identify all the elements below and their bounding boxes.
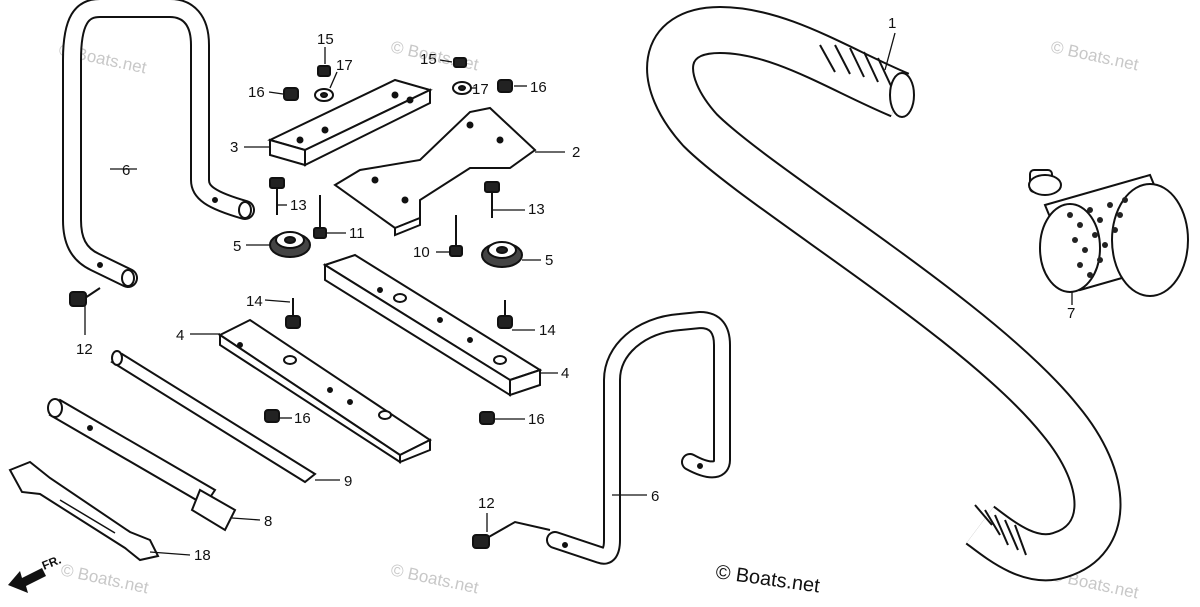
callout-13: 13 [528, 201, 545, 218]
callout-6: 6 [122, 162, 130, 179]
callout-3: 3 [230, 139, 238, 156]
callout-16: 16 [294, 410, 311, 427]
bolts-10-11 [313, 195, 463, 257]
plate-3 [267, 78, 433, 167]
air-filter-7 [1028, 169, 1189, 297]
callout-16: 16 [528, 411, 545, 428]
bracket-2 [333, 106, 537, 237]
callouts: 15 17 16 15 17 16 3 2 1 6 13 13 11 5 10 … [76, 15, 1075, 564]
callout-2: 2 [572, 144, 580, 161]
watermark: © Boats.net [59, 560, 150, 597]
front-label: FR. [40, 553, 63, 573]
callout-17: 17 [336, 57, 353, 74]
callout-16: 16 [530, 79, 547, 96]
callout-1: 1 [888, 15, 896, 32]
callout-6: 6 [651, 488, 659, 505]
callout-15: 15 [317, 31, 334, 48]
rod-9 [110, 350, 317, 484]
damper-5-left [269, 231, 311, 258]
callout-12: 12 [76, 341, 93, 358]
callout-14: 14 [246, 293, 263, 310]
callout-18: 18 [194, 547, 211, 564]
callout-15: 15 [420, 51, 437, 68]
callout-11: 11 [349, 225, 365, 242]
damper-5-right [481, 241, 523, 268]
watermark: © Boats.net [1049, 37, 1140, 74]
nuts-16-bottom [264, 409, 495, 425]
channel-4-left [218, 318, 432, 464]
handle-bar-right [546, 311, 731, 565]
callout-17: 17 [472, 81, 489, 98]
copyright-text: © Boats.net [714, 561, 821, 597]
callout-16: 16 [248, 84, 265, 101]
callout-5: 5 [545, 252, 553, 269]
channel-4-right [322, 253, 543, 397]
callout-4: 4 [176, 327, 184, 344]
watermark: © Boats.net [389, 560, 480, 597]
studs-14 [285, 298, 513, 329]
callout-4: 4 [561, 365, 569, 382]
callout-12: 12 [478, 495, 495, 512]
callout-8: 8 [264, 513, 272, 530]
intake-hose-1 [646, 5, 1122, 582]
callout-10: 10 [413, 244, 430, 261]
front-arrow: FR. [8, 553, 63, 593]
spanner-18 [8, 460, 160, 562]
leader-lines [84, 32, 1073, 556]
socket-wrench-8 [47, 398, 237, 532]
callout-9: 9 [344, 473, 352, 490]
bolts-13 [269, 177, 500, 218]
callout-7: 7 [1067, 305, 1075, 322]
fasteners-top [283, 57, 513, 102]
screw-12-right [472, 520, 551, 549]
screw-12-left [69, 287, 101, 307]
callout-14: 14 [539, 322, 556, 339]
callout-13: 13 [290, 197, 307, 214]
handle-bar-left [62, 0, 255, 288]
callout-5: 5 [233, 238, 241, 255]
